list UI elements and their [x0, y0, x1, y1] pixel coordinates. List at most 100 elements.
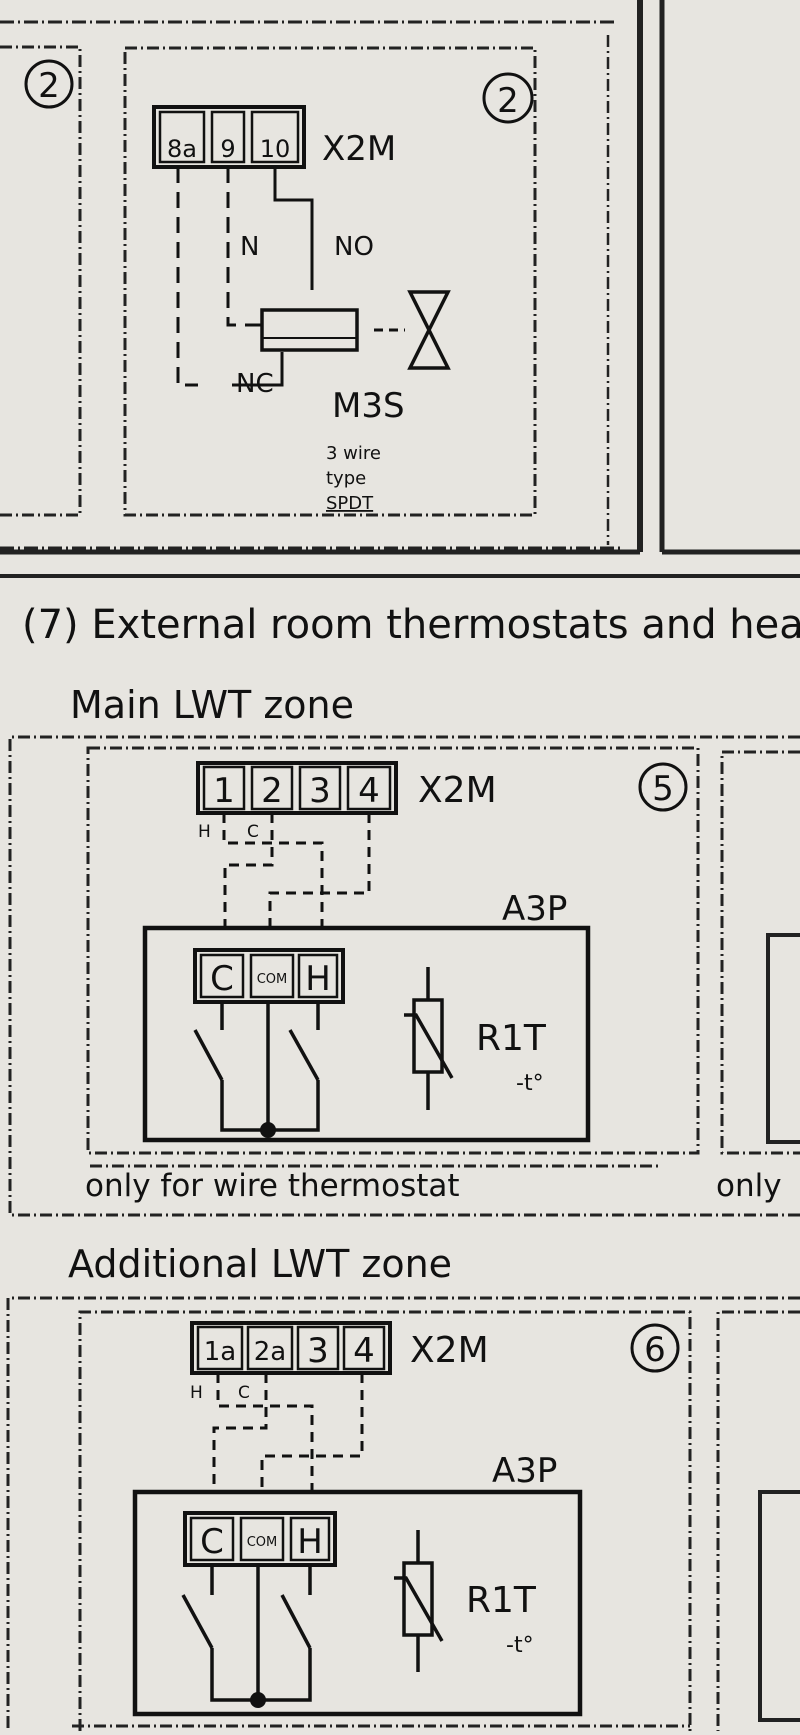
wire-h — [222, 813, 324, 935]
terminal-cell — [158, 110, 206, 164]
zone-outer-dashed — [8, 735, 800, 1217]
switch-blade-right — [288, 1029, 320, 1081]
zone-right-board — [766, 933, 800, 1144]
terminal-label: 2a — [254, 1337, 286, 1367]
m3s-dashed-box — [123, 46, 537, 517]
wire-com — [260, 1373, 364, 1492]
relay-cell — [199, 953, 245, 999]
sensor-sub: -t° — [516, 1071, 544, 1096]
wire-h — [216, 1373, 314, 1492]
footnote: only for wire thermostat — [85, 1168, 460, 1204]
valve-icon — [407, 290, 451, 370]
sensor-sub: -t° — [506, 1633, 534, 1658]
a3p-board — [142, 925, 591, 1143]
zone-title: Main LWT zone — [70, 683, 354, 727]
m3s-wires — [176, 167, 314, 387]
main-lwt-zone: Main LWT zone 5 1 2 3 4 X2M H C A3P — [8, 683, 800, 1217]
component-desc-line1: 3 wire — [326, 443, 381, 464]
thermistor-slash — [394, 1576, 444, 1642]
footnote-right: only — [716, 1168, 782, 1204]
wire-label-nc: NC — [236, 369, 274, 399]
relay-terminal-com: COM — [257, 972, 288, 987]
a3p-label: A3P — [502, 889, 567, 929]
wire-c — [212, 1373, 268, 1492]
terminal-cell — [298, 765, 342, 811]
x2m-terminal-block — [190, 1321, 392, 1375]
a3p-label: A3P — [492, 1451, 557, 1491]
terminal-label: 1a — [204, 1337, 236, 1367]
switch-blade-left — [181, 1594, 214, 1649]
x2m-terminal-block — [196, 761, 398, 815]
zone-right-board — [758, 1490, 800, 1722]
c-label: C — [238, 1383, 250, 1403]
relay-terminal-c: C — [210, 959, 234, 999]
terminal-label: 3 — [309, 771, 331, 811]
badge-left: 2 — [38, 66, 60, 106]
badge-circle-left — [24, 59, 74, 109]
additional-lwt-zone: Additional LWT zone 6 1a 2a 3 4 X2M H C … — [6, 1242, 800, 1731]
a3p-board — [132, 1489, 583, 1717]
zone-inner-dashed — [86, 746, 700, 1155]
h-label: H — [190, 1383, 203, 1403]
zone-badge: 5 — [652, 769, 674, 809]
component-desc-line3: SPDT — [326, 493, 374, 514]
wire-label-no: NO — [334, 232, 374, 262]
terminal-cell — [196, 1325, 244, 1371]
relay-switch-circuit — [181, 1565, 312, 1702]
wire-label-n: N — [240, 232, 259, 262]
terminal-cell — [346, 765, 392, 811]
zone-right-dashed — [716, 1310, 800, 1731]
relay-cell — [289, 1516, 331, 1562]
thermostat-wires — [212, 1373, 364, 1492]
badge-circle-right — [482, 72, 534, 124]
relay-terminal-h: H — [305, 959, 331, 999]
relay-cell — [249, 953, 295, 999]
terminal-cell — [342, 1325, 386, 1371]
terminal-label: 3 — [307, 1331, 329, 1371]
component-desc-line2: type — [326, 468, 366, 489]
relay-terminal-h: H — [297, 1522, 323, 1562]
terminal-label: 10 — [260, 135, 291, 163]
zone-badge: 6 — [644, 1330, 666, 1370]
common-bus — [210, 1648, 312, 1702]
wire-10 — [273, 167, 314, 290]
zone-outer-dashed — [6, 1296, 800, 1731]
sensor-label: R1T — [476, 1018, 547, 1059]
zone-inner-dashed — [78, 1310, 692, 1731]
relay-cell — [297, 953, 339, 999]
terminal-label: 4 — [353, 1331, 375, 1371]
terminal-label: 9 — [220, 135, 235, 163]
thermistor-icon — [404, 967, 454, 1110]
terminal-cell — [250, 110, 300, 164]
terminal-cell — [210, 110, 246, 164]
x2m-label: X2M — [322, 129, 396, 169]
badge-circle — [630, 1323, 680, 1373]
terminal-label: 8a — [167, 135, 197, 163]
badge-circle — [638, 762, 688, 812]
relay-terminal-block — [183, 1511, 337, 1567]
wire-com — [268, 813, 371, 935]
relay-cell — [189, 1516, 235, 1562]
terminal-cell — [246, 1325, 294, 1371]
relay-terminal-com: COM — [247, 1535, 278, 1550]
relay-terminal-c: C — [200, 1522, 224, 1562]
terminal-label: 4 — [358, 771, 380, 811]
wire-8a — [176, 167, 198, 387]
badge-right: 2 — [497, 81, 519, 121]
section-heading: (7) External room thermostats and hea — [22, 602, 800, 648]
wire-9 — [226, 167, 262, 327]
h-label: H — [198, 822, 211, 842]
thermostat-wires — [222, 813, 371, 935]
thermistor-slash — [404, 1013, 454, 1079]
x2m-label: X2M — [410, 1330, 489, 1371]
x2m-terminal-block-top: 8a 9 10 X2M — [152, 105, 396, 169]
terminal-label: 1 — [213, 771, 235, 811]
thermistor-icon — [394, 1530, 444, 1672]
switch-blade-right — [280, 1594, 312, 1649]
junction-dot — [260, 1122, 276, 1138]
terminal-cell — [202, 765, 246, 811]
top-section: 2 2 8a 9 10 X2M N NO NC — [0, 0, 800, 578]
switch-blade-left — [193, 1029, 224, 1081]
